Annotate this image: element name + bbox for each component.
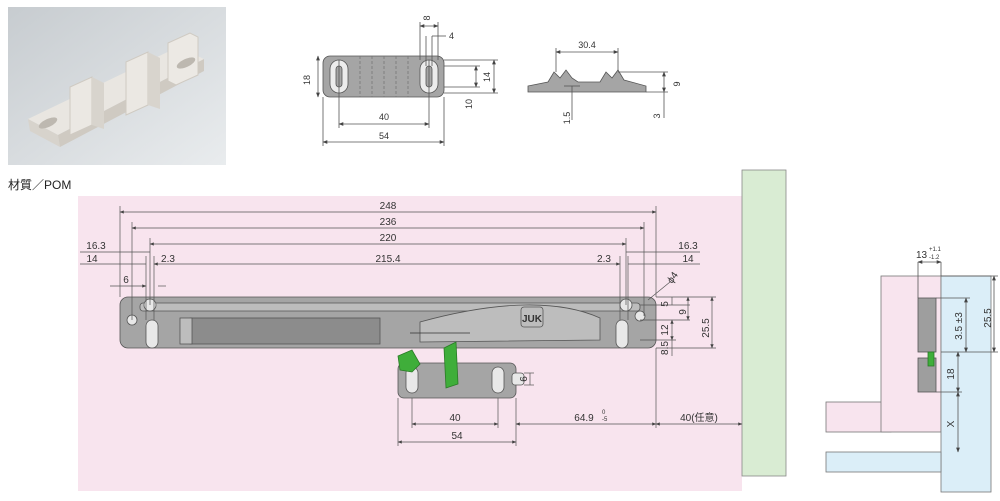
dim-64-9-tol-top: 0 [602, 410, 606, 416]
dim-64-9-tol-bottom: -5 [602, 417, 608, 423]
dim-14: 14 [482, 72, 492, 82]
product-photo [8, 7, 226, 165]
main-rail [119, 296, 657, 349]
dim-220: 220 [380, 233, 397, 244]
dim-8-5: 8.5 [660, 341, 671, 355]
dim-2-3-left: 2.3 [161, 254, 175, 265]
dim-3: 3 [652, 113, 662, 118]
dim-8: 8 [422, 15, 432, 20]
dim-12: 12 [660, 324, 671, 336]
dim-5: 5 [660, 301, 671, 307]
dim-10: 10 [464, 99, 474, 109]
dim-18-section: 18 [946, 368, 957, 380]
brand-logo: JUK [522, 314, 543, 325]
dim-40-bottom: 40 [449, 413, 461, 424]
dim-25-5-section: 25.5 [983, 308, 994, 328]
dim-16-3-right: 16.3 [678, 241, 698, 252]
dim-2-3-right: 2.3 [597, 254, 611, 265]
section-view [825, 260, 998, 493]
dim-4: 4 [449, 31, 454, 41]
dim-13: 13 [916, 250, 928, 261]
dim-54-bottom: 54 [451, 431, 463, 442]
catch-part [397, 341, 525, 399]
green-panel [741, 169, 787, 477]
dim-9: 9 [672, 81, 682, 86]
dim-6-left: 6 [123, 275, 129, 286]
dim-215-4: 215.4 [375, 254, 400, 265]
dim-54: 54 [379, 131, 389, 141]
top-view [316, 22, 498, 146]
dim-18: 18 [302, 75, 312, 85]
dim-9-main: 9 [678, 309, 689, 315]
side-view [527, 48, 668, 120]
dim-3-5: 3.5 ±3 [954, 312, 965, 340]
dim-16-3-left: 16.3 [86, 241, 106, 252]
section-dimension-labels: 13 +1.1 -1.2 3.5 ±3 25.5 18 X [916, 247, 994, 427]
dim-25-5-main: 25.5 [701, 318, 712, 338]
main-dimension-labels: 248 236 220 16.3 14 2.3 215.4 2.3 16.3 1… [86, 201, 718, 442]
dim-x: X [946, 420, 957, 427]
dim-30-4: 30.4 [578, 40, 596, 50]
dim-40: 40 [379, 112, 389, 122]
material-label: 材質／POM [8, 178, 72, 192]
dim-1-5: 1.5 [562, 112, 572, 125]
dim-14-left: 14 [86, 254, 98, 265]
dim-40-optional: 40(任意) [680, 411, 718, 424]
dim-14-right: 14 [682, 254, 694, 265]
dim-64-9: 64.9 [574, 413, 594, 424]
dim-13-tol-minus: -1.2 [929, 255, 940, 261]
dim-248: 248 [380, 201, 397, 212]
dim-236: 236 [380, 217, 397, 228]
dim-6-catch: 6 [519, 376, 530, 382]
dim-13-tol-plus: +1.1 [929, 247, 942, 253]
